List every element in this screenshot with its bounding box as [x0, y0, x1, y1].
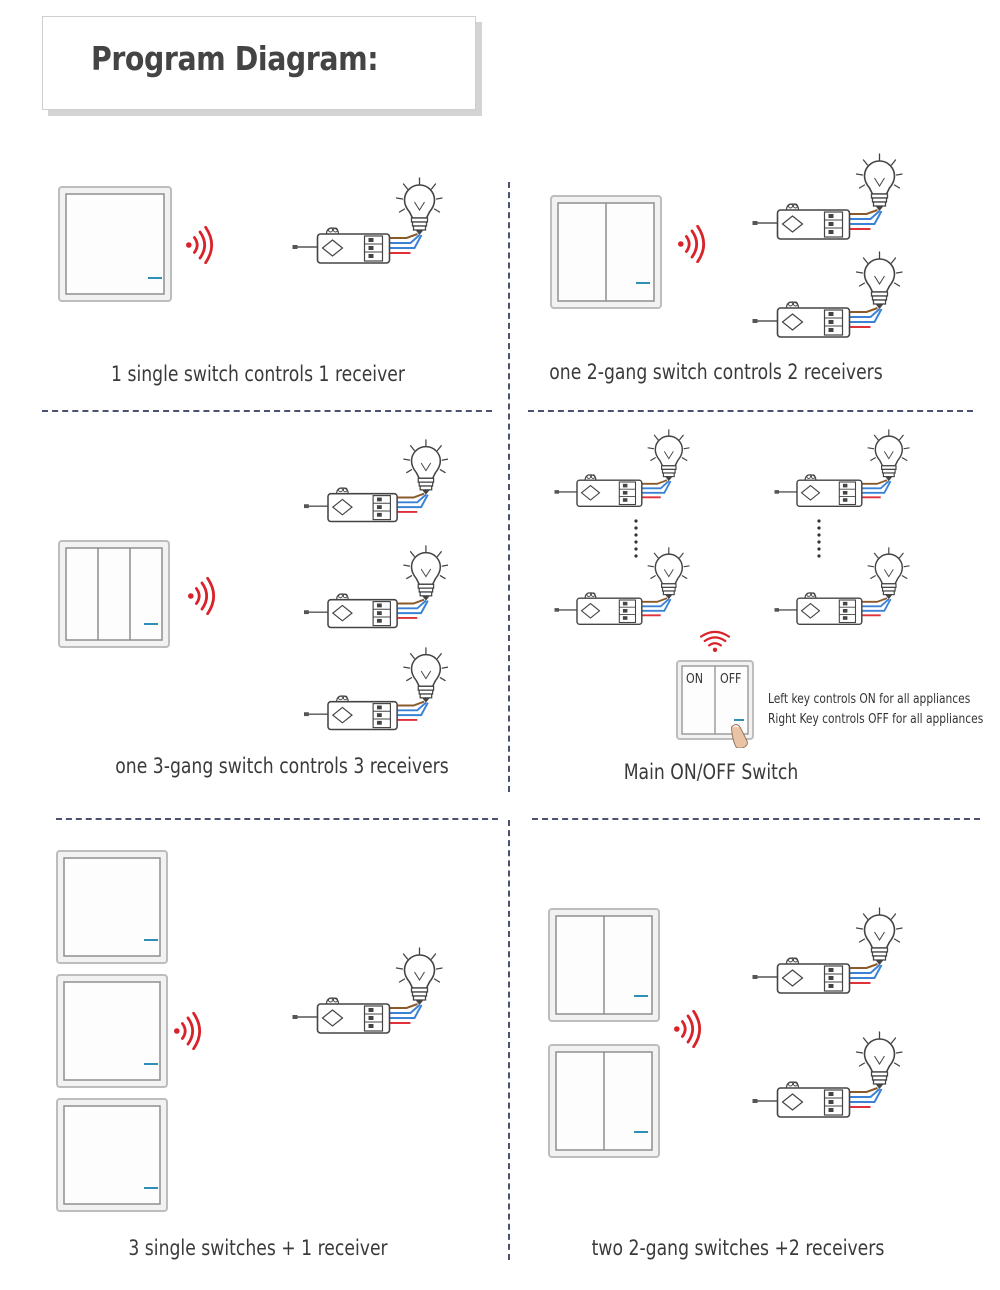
divider-horizontal-1-right — [528, 410, 973, 412]
vertical-ellipsis-icon — [634, 519, 638, 558]
wireless-signal-icon — [678, 225, 706, 263]
receiver-with-light-bulb-icon — [302, 544, 450, 640]
title-box: Program Diagram: — [42, 16, 476, 110]
note-right-key: Right Key controls OFF for all appliance… — [768, 712, 984, 727]
finger-press-icon — [728, 722, 754, 748]
divider-vertical-bottom — [508, 820, 510, 1260]
single-switch — [58, 186, 172, 302]
divider-horizontal-2-right — [532, 818, 980, 820]
caption-three-gang: one 3-gang switch controls 3 receivers — [115, 754, 449, 778]
wireless-signal-icon — [188, 577, 216, 615]
single-switch — [56, 1098, 168, 1212]
receiver-with-light-bulb-icon — [750, 250, 905, 350]
wireless-signal-icon — [174, 1012, 202, 1050]
on-key-label: ON — [686, 672, 703, 687]
wireless-signal-icon — [186, 226, 214, 264]
receiver-with-light-bulb-icon — [750, 1030, 905, 1130]
divider-horizontal-2-left — [56, 818, 498, 820]
receiver-with-light-bulb-icon — [552, 428, 692, 518]
receiver-with-light-bulb-icon — [290, 176, 445, 276]
page-title: Program Diagram: — [91, 39, 379, 78]
caption-main-switch: Main ON/OFF Switch — [623, 760, 799, 784]
receiver-with-light-bulb-icon — [750, 906, 905, 1006]
receiver-with-light-bulb-icon — [302, 438, 450, 534]
caption-two-two-gang: two 2-gang switches +2 receivers — [591, 1236, 885, 1260]
receiver-with-light-bulb-icon — [750, 152, 905, 252]
caption-two-gang: one 2-gang switch controls 2 receivers — [549, 360, 883, 384]
receiver-with-light-bulb-icon — [552, 546, 692, 636]
three-gang-switch — [58, 540, 170, 648]
vertical-ellipsis-icon — [817, 519, 821, 558]
note-left-key: Left key controls ON for all appliances — [768, 692, 971, 707]
receiver-with-light-bulb-icon — [302, 646, 450, 742]
divider-horizontal-1-left — [42, 410, 492, 412]
caption-three-singles: 3 single switches + 1 receiver — [128, 1236, 388, 1260]
wireless-signal-icon — [700, 630, 730, 652]
receiver-with-light-bulb-icon — [290, 946, 445, 1046]
single-switch — [56, 850, 168, 964]
single-switch — [56, 974, 168, 1088]
main-on-off-switch: ON OFF — [676, 660, 754, 740]
divider-vertical-top — [508, 182, 510, 792]
two-gang-switch — [548, 908, 660, 1022]
receiver-with-light-bulb-icon — [772, 428, 912, 518]
caption-single-switch: 1 single switch controls 1 receiver — [111, 362, 405, 386]
wireless-signal-icon — [674, 1010, 702, 1048]
receiver-with-light-bulb-icon — [772, 546, 912, 636]
two-gang-switch — [548, 1044, 660, 1158]
two-gang-switch — [550, 195, 662, 309]
off-key-label: OFF — [720, 672, 742, 687]
